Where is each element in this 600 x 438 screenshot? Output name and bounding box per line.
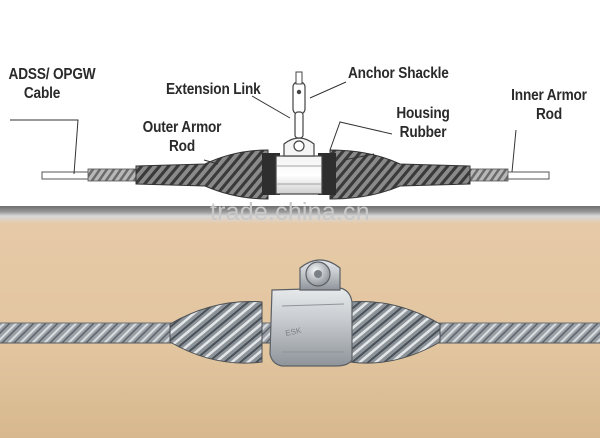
label-inner-armor-line-2: Rod: [536, 106, 562, 123]
extension-link: [294, 111, 304, 139]
photo-armor-rods: [169, 301, 441, 364]
label-adss-opgw-cable: ADSS/ OPGW Cable: [8, 65, 96, 103]
diagram-drawing: [10, 71, 550, 200]
housing-body: [275, 137, 323, 195]
label-adss-line-1: ADSS/ OPGW: [8, 66, 96, 83]
label-outer-armor-line-1: Outer Armor: [142, 119, 222, 136]
label-housing-rubber: Housing Rubber: [392, 104, 454, 142]
photo-housing: ESK: [269, 259, 353, 367]
label-inner-armor-rod: Inner Armor Rod: [509, 86, 588, 124]
label-anchor-shackle: Anchor Shackle: [348, 65, 449, 82]
label-outer-armor-rod: Outer Armor Rod: [140, 118, 224, 156]
label-inner-armor-line-1: Inner Armor: [511, 87, 587, 104]
anchor-shackle: [292, 71, 306, 115]
label-housing-line-1: Housing: [396, 105, 450, 122]
outer-armor-rod: [135, 149, 471, 200]
svg-text:ESK: ESK: [285, 326, 303, 338]
label-housing-line-2: Rubber: [399, 124, 447, 141]
label-extension-link: Extension Link: [166, 81, 261, 98]
suspension-clamp-diagram: ADSS/ OPGW Cable Extension Link Anchor S…: [0, 0, 600, 206]
leader-lines: [10, 81, 517, 175]
product-photo: ESK: [0, 206, 600, 438]
label-adss-line-2: Cable: [23, 85, 61, 102]
photo-drawing: ESK: [0, 259, 600, 367]
label-outer-armor-line-2: Rod: [169, 138, 195, 155]
watermark-text: trade.china.cn: [210, 198, 370, 226]
